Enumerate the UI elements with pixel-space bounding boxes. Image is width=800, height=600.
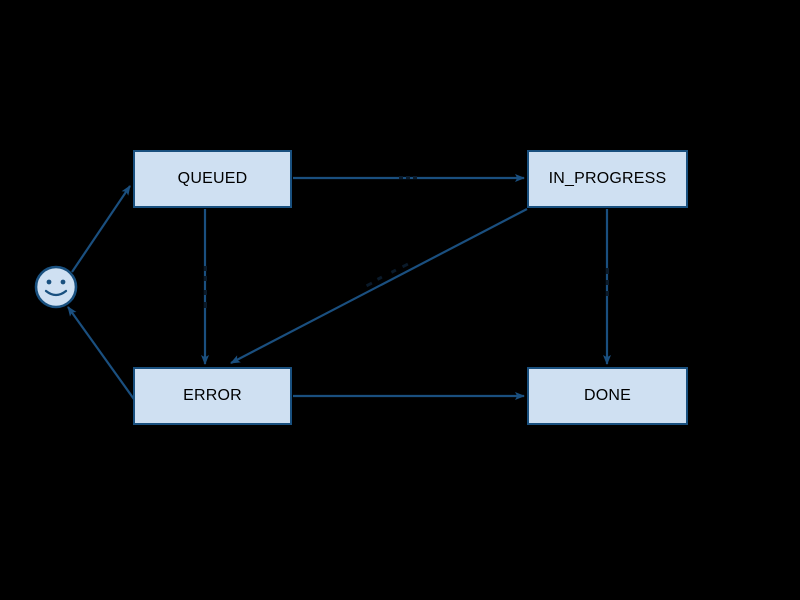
state-node-done[interactable]: DONE <box>527 367 688 425</box>
edge-start-to-queued <box>71 185 131 273</box>
edge-in-progress-to-error <box>230 208 528 364</box>
state-node-queued[interactable]: QUEUED <box>133 150 292 208</box>
smiley-face-icon <box>34 265 78 309</box>
state-node-error[interactable]: ERROR <box>133 367 292 425</box>
edge-error-to-start <box>67 306 137 403</box>
start-node[interactable] <box>33 264 79 310</box>
state-label-queued: QUEUED <box>177 170 248 187</box>
state-node-in-progress[interactable]: IN_PROGRESS <box>527 150 688 208</box>
edge-label-marks <box>204 176 609 308</box>
state-label-error: ERROR <box>183 387 242 404</box>
state-label-in-progress: IN_PROGRESS <box>548 170 667 187</box>
state-label-done: DONE <box>583 387 632 404</box>
